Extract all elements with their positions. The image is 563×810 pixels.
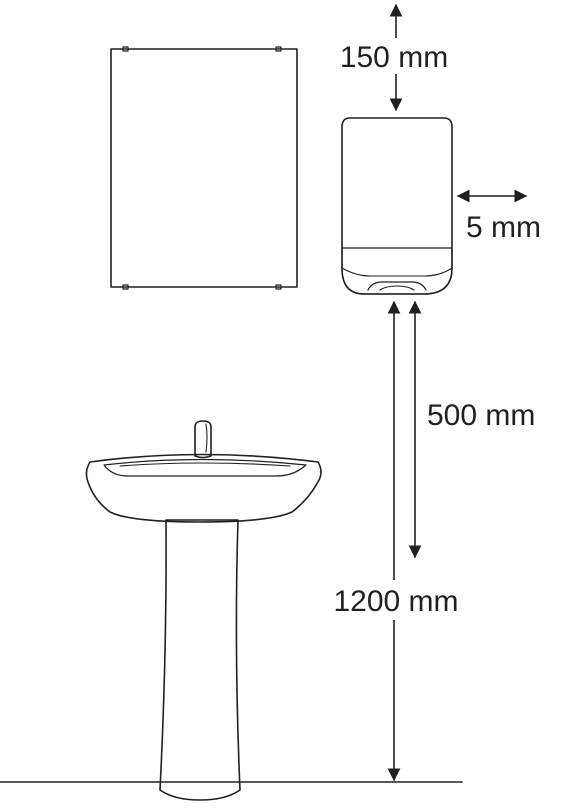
dispenser-lower-panel	[341, 247, 453, 295]
top-clearance-label: 150 mm	[340, 41, 448, 74]
dispenser-panel-line	[341, 267, 453, 277]
mirror-clip-bottom-right	[275, 284, 282, 290]
dispenser-slot-inner	[379, 285, 415, 291]
sink-pedestal	[159, 519, 241, 801]
sink-bowl-line	[119, 462, 291, 467]
paper-dispenser	[341, 117, 453, 295]
floor-height-label: 1200 mm	[333, 585, 458, 618]
floor-height-label-bg	[326, 580, 466, 620]
side-clearance-label: 5 mm	[466, 211, 541, 244]
dispenser-body	[341, 117, 453, 295]
sink-gap-label: 500 mm	[427, 399, 535, 432]
mirror-clip-bottom-left	[122, 284, 129, 290]
sink-faucet-highlight	[205, 423, 208, 453]
mirror	[110, 46, 298, 290]
mirror-frame	[110, 48, 298, 288]
sink-basin	[85, 453, 322, 523]
mirror-clip-top-left	[122, 46, 129, 52]
mirror-clip-top-right	[275, 46, 282, 52]
top-clearance-label-bg	[332, 38, 456, 74]
sink	[85, 420, 322, 801]
sink-rim-inner	[103, 458, 307, 477]
dispenser-slot	[367, 281, 427, 291]
sink-faucet	[194, 420, 212, 459]
